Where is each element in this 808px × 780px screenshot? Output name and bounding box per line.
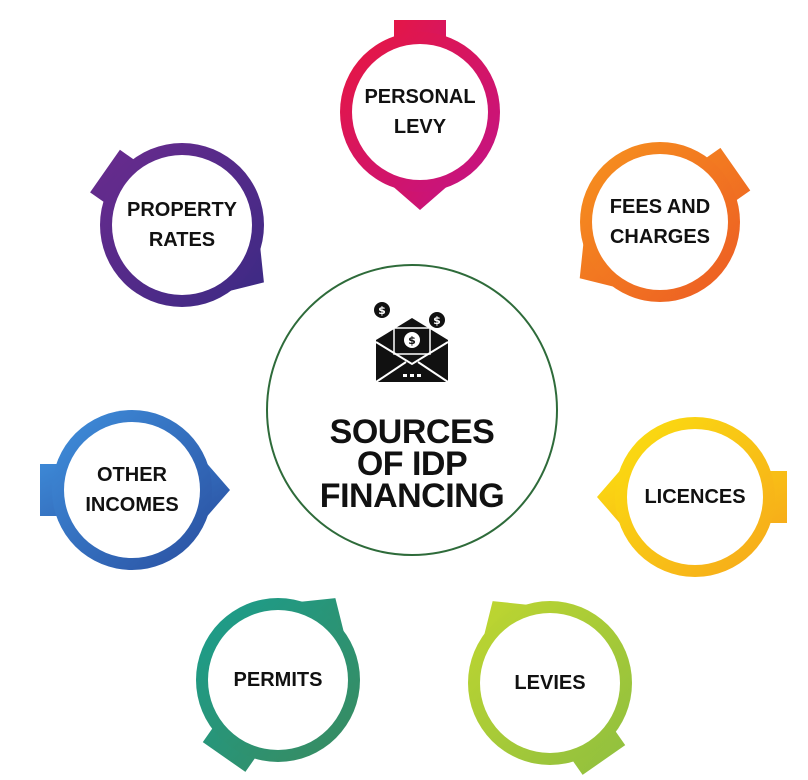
label-property-rates: PROPERTY RATES [126, 199, 238, 251]
ring-inner-levies [480, 613, 620, 753]
ring-inner-permits [208, 610, 348, 750]
label-permits: PERMITS [233, 669, 323, 691]
ring-inner-property-rates [112, 155, 252, 295]
money-envelope-icon: $ $ $ [374, 302, 449, 383]
label-levies: LEVIES [514, 672, 586, 694]
ring-layer [52, 32, 775, 765]
ring-inner-fees-and-charges [592, 154, 728, 290]
label-personal-levy: PERSONAL LEVY [364, 86, 476, 138]
label-other-incomes: OTHER INCOMES [85, 464, 179, 516]
ring-inner-personal-levy [352, 44, 488, 180]
label-fees-and-charges: FEES AND CHARGES [609, 196, 711, 248]
svg-text:$: $ [433, 314, 441, 327]
svg-text:$: $ [378, 304, 386, 317]
label-licences: LICENCES [644, 486, 746, 508]
ring-inner-other-incomes [64, 422, 200, 558]
center-title: SOURCES OF IDP FINANCING [319, 413, 505, 515]
center-circle [266, 264, 558, 556]
ring-inner-licences [627, 429, 763, 565]
svg-text:$: $ [408, 334, 416, 347]
